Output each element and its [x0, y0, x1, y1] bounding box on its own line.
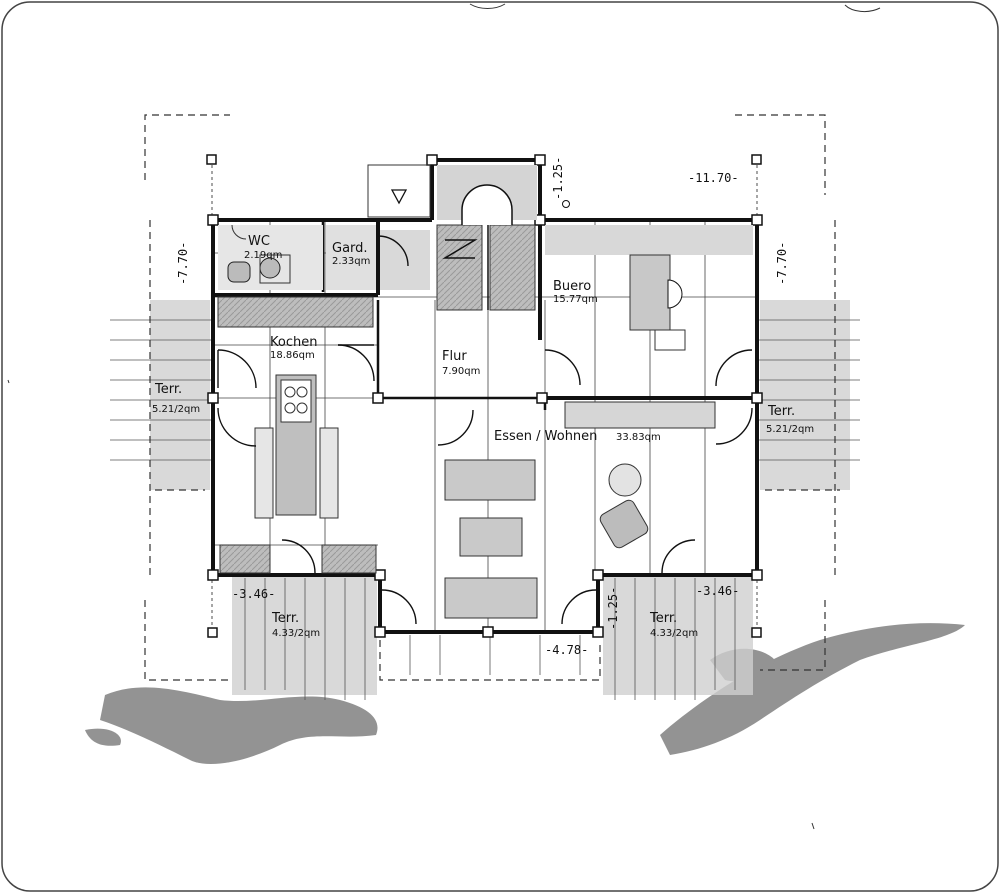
- room-terr-se-area: 4.33/2qm: [650, 628, 698, 639]
- room-terr-sw: Terr. 4.33/2qm: [271, 611, 320, 639]
- room-kochen-area: 18.86qm: [270, 350, 315, 361]
- dim-terr-se-width: -3.46-: [696, 584, 739, 598]
- kitchen-furniture: [217, 296, 377, 574]
- room-gard-name: Gard.: [332, 241, 368, 256]
- room-flur: Flur 7.90qm: [442, 349, 480, 377]
- room-terr-east-area: 5.21/2qm: [766, 424, 814, 435]
- living-furniture: [444, 401, 716, 619]
- room-flur-name: Flur: [442, 349, 467, 364]
- room-terr-se-name: Terr.: [649, 611, 677, 626]
- room-flur-area: 7.90qm: [442, 366, 480, 377]
- terrace-shading: [150, 230, 850, 695]
- room-gard: Gard. 2.33qm: [332, 241, 370, 267]
- terrace-deck-south: [244, 578, 736, 700]
- dim-south-depth: -1.25-: [606, 587, 620, 630]
- room-buero-area: 15.77qm: [553, 294, 598, 305]
- office-furniture: [545, 225, 753, 351]
- room-gard-area: 2.33qm: [332, 256, 370, 267]
- staircase: [436, 165, 537, 311]
- terrace-deck-east: [757, 319, 860, 461]
- dim-south-mid-width: -4.78-: [545, 643, 588, 657]
- room-terr-east: Terr. 5.21/2qm: [766, 404, 814, 435]
- room-wc: WC 2.19qm: [244, 234, 282, 261]
- room-terr-west-area: 5.21/2qm: [152, 404, 200, 415]
- dashed-outlines: [144, 114, 840, 681]
- small-marks: [7, 3, 881, 830]
- room-terr-west: Terr. 5.21/2qm: [152, 382, 200, 415]
- room-essen-area: 33.83qm: [616, 432, 661, 443]
- room-terr-se: Terr. 4.33/2qm: [649, 611, 698, 639]
- dim-total-width: -11.70-: [688, 171, 739, 185]
- room-essen-wohnen: Essen / Wohnen 33.83qm: [494, 429, 661, 444]
- room-terr-sw-name: Terr.: [271, 611, 299, 626]
- terrace-deck-west: [110, 319, 213, 461]
- column-markers: [206, 154, 763, 638]
- ground-shading: [85, 623, 965, 765]
- room-buero-name: Buero: [553, 279, 591, 294]
- room-wc-area: 2.19qm: [244, 250, 282, 261]
- room-terr-east-name: Terr.: [767, 404, 795, 419]
- room-kochen: Kochen 18.86qm: [270, 335, 317, 361]
- dim-right-depth: -7.70-: [775, 242, 789, 285]
- dim-entry-depth: -1.25-: [551, 157, 565, 200]
- dim-left-depth: -7.70-: [176, 242, 190, 285]
- stair-arrow-icon: [367, 164, 570, 218]
- room-essen-name: Essen / Wohnen: [494, 429, 597, 444]
- dim-terr-sw-width: -3.46-: [232, 587, 275, 601]
- room-buero: Buero 15.77qm: [553, 279, 598, 305]
- room-kochen-name: Kochen: [270, 335, 317, 350]
- wc-fixtures: [218, 224, 323, 290]
- gard-shading: [326, 225, 376, 290]
- room-wc-name: WC: [248, 234, 270, 249]
- dimension-lines: [211, 165, 758, 625]
- door-swings: [217, 235, 753, 625]
- room-terr-west-name: Terr.: [154, 382, 182, 397]
- room-terr-sw-area: 4.33/2qm: [272, 628, 320, 639]
